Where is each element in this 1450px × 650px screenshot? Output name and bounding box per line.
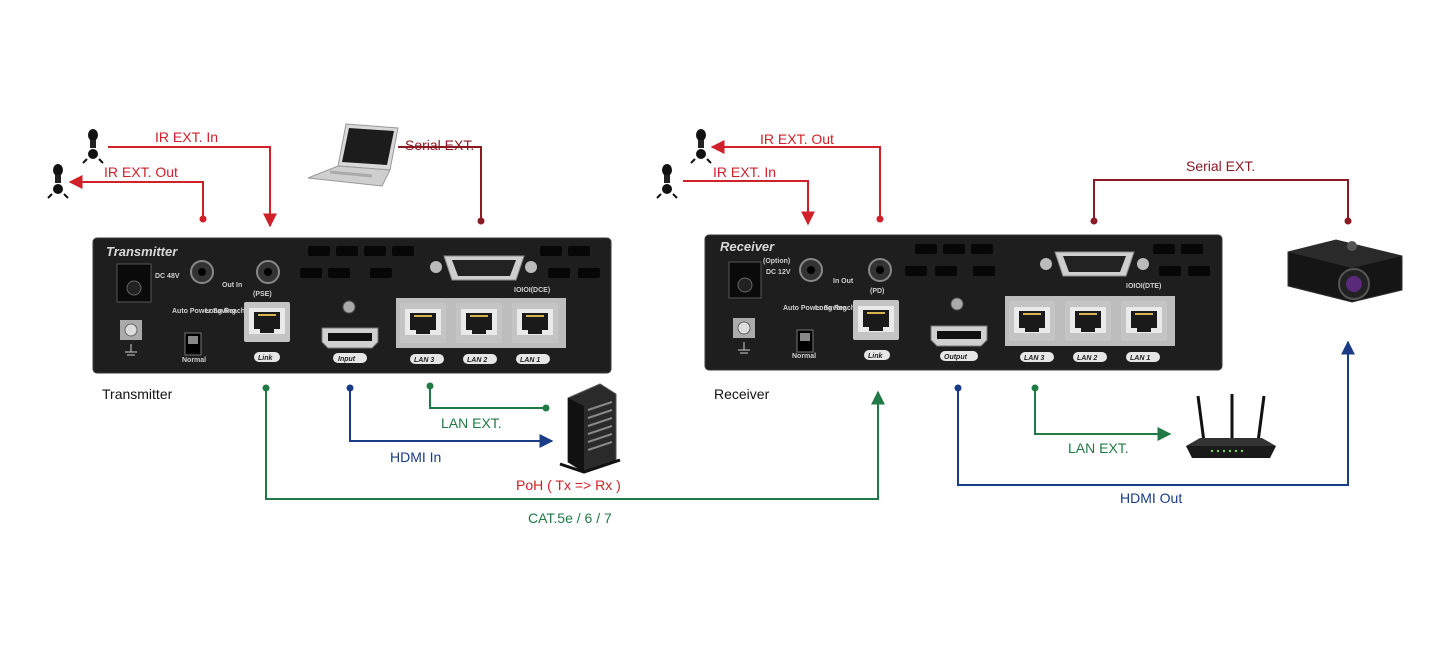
rx-serial-dot-end <box>1344 217 1352 225</box>
rx-switch-right: Long Reach <box>815 305 855 312</box>
rx-hdmi-dot <box>954 384 962 392</box>
rx-hdmi-out-label: HDMI Out <box>1120 490 1182 506</box>
tx-ground-screw <box>120 320 142 356</box>
tx-serial-port: IOIOI(DCE) <box>430 255 550 294</box>
tx-hdmi-dot <box>346 384 354 392</box>
tx-lan-ext-label: LAN EXT. <box>441 415 502 431</box>
rx-ir-out-label: IR EXT. Out <box>760 131 834 147</box>
cat-link-line <box>265 388 885 500</box>
tx-mode-switch: Auto Power Saving Long Reach Normal <box>172 308 245 364</box>
tx-switch-left: Auto Power Saving <box>172 308 236 315</box>
rx-serial-port: IOIOI(DTE) <box>1040 251 1161 290</box>
rx-hdmi-line <box>957 340 1355 486</box>
rx-lan-ext-label: LAN EXT. <box>1068 440 1129 456</box>
poh-label: PoH ( Tx => Rx ) <box>516 477 621 493</box>
rx-panel-title: Receiver <box>720 239 775 254</box>
tx-tag-4: LAN 1 <box>520 357 540 364</box>
tx-hdmi-port <box>321 327 379 349</box>
tx-tag-0: Link <box>258 355 273 362</box>
laptop-icon <box>307 123 399 187</box>
diagram-labels: IR EXT. In IR EXT. Out Serial EXT. Trans… <box>102 129 1255 526</box>
rx-dc-label: DC 12V <box>766 269 791 276</box>
rx-dc-option: (Option) <box>763 258 790 265</box>
rx-ir-jacks: In Out <box>799 258 892 285</box>
tx-ir-in-label: IR EXT. In <box>155 129 218 145</box>
tx-dc-jack: DC 48V <box>116 263 180 303</box>
router-icon <box>1186 394 1276 458</box>
tx-serial-label: IOIOI(DCE) <box>514 287 550 294</box>
rx-serial-label: IOIOI(DTE) <box>1126 283 1161 290</box>
rx-serial-dot-start <box>1090 217 1098 225</box>
rx-switch-left: Auto Power Saving <box>783 305 847 312</box>
tx-switch-right: Long Reach <box>205 308 245 315</box>
tx-ir-jacks: Out In <box>190 260 280 289</box>
rx-ir-out-line <box>710 140 881 218</box>
tx-hdmi-line <box>349 388 554 448</box>
rx-dc-jack: (Option) DC 12V <box>728 258 791 299</box>
tx-ir-in-line <box>108 146 277 228</box>
tx-serial-line <box>398 146 482 220</box>
tx-link-label: (PSE) <box>253 291 272 298</box>
transmitter-panel: Transmitter DC 48V Out In IOIOI(DCE) <box>92 237 612 374</box>
tx-tag-1: Input <box>338 356 356 363</box>
rx-lan-line <box>1034 388 1172 441</box>
tx-lan-dot-end <box>542 404 550 412</box>
rx-tag-0: Link <box>868 353 883 360</box>
tx-ir-out-line <box>68 175 204 218</box>
rx-port-tags: Link Output LAN 3 LAN 2 LAN 1 <box>864 350 1160 362</box>
cable-label: CAT.5e / 6 / 7 <box>528 510 612 526</box>
cat-link <box>262 384 885 500</box>
rx-lan-dot <box>1031 384 1039 392</box>
cat-link-dot <box>262 384 270 392</box>
rx-link-label: (PD) <box>870 288 884 295</box>
rx-tag-2: LAN 3 <box>1024 355 1044 362</box>
tx-hdmi-in-label: HDMI In <box>390 449 441 465</box>
tx-connections <box>68 146 554 448</box>
rx-caption: Receiver <box>714 386 770 402</box>
tx-serial-ext-label: Serial EXT. <box>405 137 474 153</box>
tx-port-tags: Link Input LAN 3 LAN 2 LAN 1 <box>254 352 550 364</box>
tx-ir-label: Out In <box>222 282 242 289</box>
rx-switch-bottom: Normal <box>792 353 816 360</box>
tx-ir-out-dot <box>199 215 207 223</box>
tx-link-port: (PSE) <box>243 291 291 343</box>
ir-emitter-icon <box>690 128 712 164</box>
rx-serial-ext-label: Serial EXT. <box>1186 158 1255 174</box>
projector-icon <box>1287 239 1403 303</box>
tx-caption: Transmitter <box>102 386 173 402</box>
rx-link-port: (PD) <box>852 288 900 341</box>
tx-tag-2: LAN 3 <box>414 357 434 364</box>
server-icon <box>559 383 621 474</box>
rx-tag-3: LAN 2 <box>1077 355 1097 362</box>
rx-tag-4: LAN 1 <box>1130 355 1150 362</box>
tx-switch-bottom: Normal <box>182 357 206 364</box>
tx-lan-ports <box>396 298 566 348</box>
rx-ir-in-line <box>683 180 815 226</box>
tx-lan-dot-start <box>426 382 434 390</box>
tx-dc-label: DC 48V <box>155 273 180 280</box>
rx-ir-label: In Out <box>833 278 854 285</box>
tx-panel-title: Transmitter <box>106 244 178 259</box>
tx-serial-dot <box>477 217 485 225</box>
rx-tag-1: Output <box>944 354 968 361</box>
rx-mode-switch: Auto Power Saving Long Reach Normal <box>783 305 855 360</box>
rx-serial-line <box>1093 179 1349 220</box>
rx-lan-ports <box>1005 296 1175 346</box>
tx-tag-3: LAN 2 <box>467 357 487 364</box>
tx-lan-line <box>429 386 544 409</box>
rx-hdmi-port <box>930 325 988 347</box>
rx-ground-screw <box>733 318 755 354</box>
tx-ir-out-label: IR EXT. Out <box>104 164 178 180</box>
ir-emitter-icon <box>47 163 69 199</box>
rx-ir-in-label: IR EXT. In <box>713 164 776 180</box>
ir-receiver-icon <box>82 128 104 164</box>
receiver-panel: Receiver (Option) DC 12V In Out IOIOI(DT… <box>704 234 1223 371</box>
rx-ir-out-dot <box>876 215 884 223</box>
rx-connections <box>683 140 1355 486</box>
ir-receiver-icon <box>656 163 678 199</box>
